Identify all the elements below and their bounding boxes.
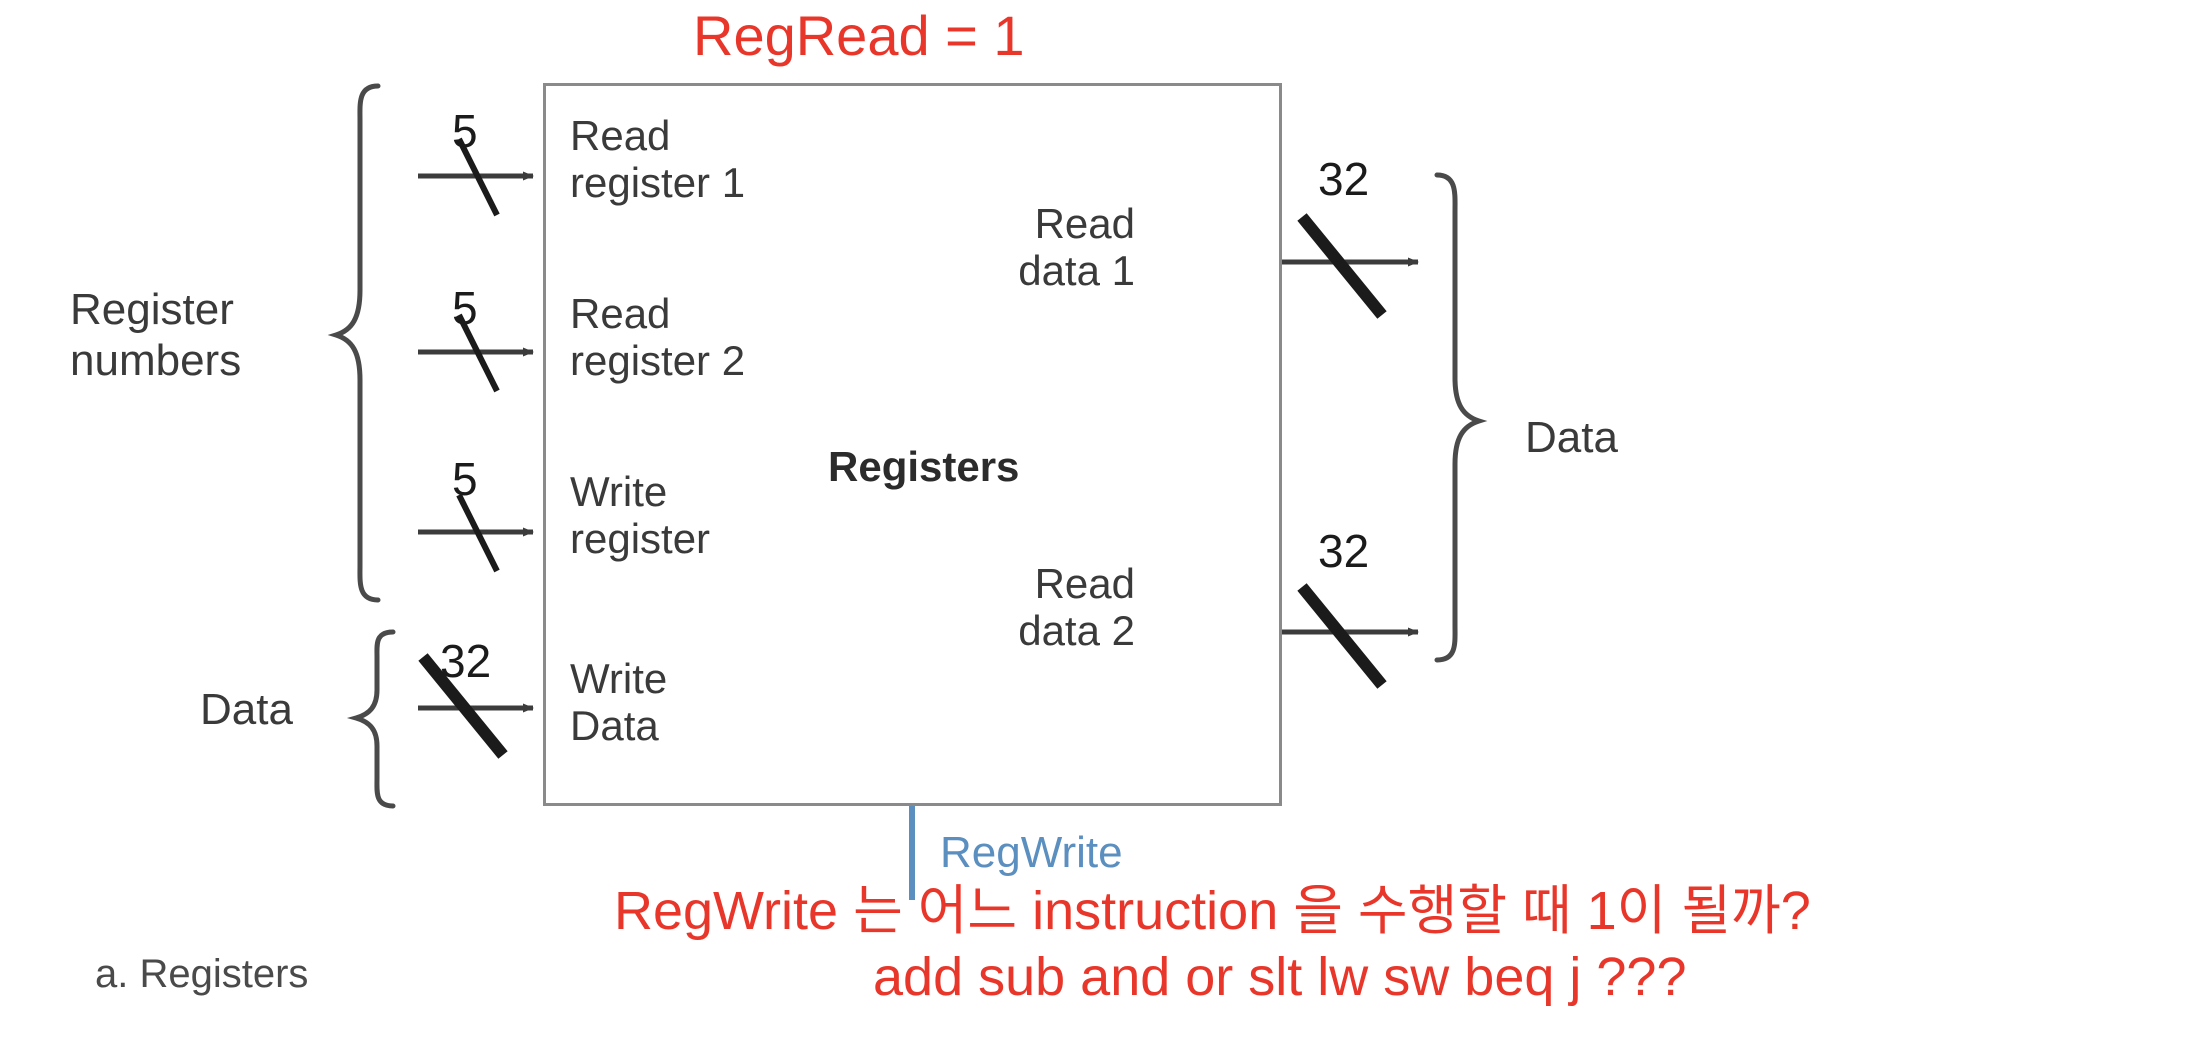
- annotation-question-line-2: add sub and or slt lw sw beq j ???: [873, 947, 1687, 1007]
- port-write-data: Write Data: [570, 655, 667, 749]
- bus-width-write-data: 32: [440, 635, 492, 687]
- port-write-data-line1: Write: [570, 655, 668, 702]
- label-register-numbers-line2: numbers: [70, 335, 242, 385]
- port-write-register: Write register: [570, 468, 710, 562]
- label-data-input: Data: [200, 685, 293, 734]
- port-read-register-1: Read register 1: [570, 112, 745, 206]
- port-read-register-1-line1: Read: [570, 112, 671, 159]
- bus-width-read-data-2: 32: [1318, 525, 1370, 577]
- label-register-numbers-line1: Register: [70, 285, 234, 334]
- port-read-register-2-line1: Read: [570, 290, 671, 337]
- port-write-register-line1: Write: [570, 468, 668, 515]
- registers-block-title: Registers: [828, 443, 1020, 490]
- port-read-data-1-line2: data 1: [1018, 247, 1135, 295]
- registers-block: [543, 83, 1282, 806]
- port-read-register-1-line2: register 1: [570, 159, 746, 207]
- port-read-register-2: Read register 2: [570, 290, 745, 384]
- annotation-regread: RegRead = 1: [693, 4, 1025, 67]
- port-write-data-line2: Data: [570, 702, 659, 750]
- bus-width-read-data-1: 32: [1318, 153, 1370, 205]
- label-register-numbers: Register numbers: [70, 285, 241, 386]
- port-read-data-1: Read data 1: [1018, 200, 1135, 294]
- control-signal-regwrite: RegWrite: [940, 828, 1123, 877]
- port-read-data-2: Read data 2: [1018, 560, 1135, 654]
- port-read-data-2-line1: Read: [1034, 560, 1135, 607]
- bus-width-write-register: 5: [452, 453, 478, 505]
- port-write-register-line2: register: [570, 515, 711, 563]
- bus-width-read-register-1: 5: [452, 105, 478, 157]
- annotation-question-line-1: RegWrite 는 어느 instruction 을 수행할 때 1이 될까?: [614, 881, 1811, 941]
- port-read-data-1-line1: Read: [1034, 200, 1135, 247]
- label-data-output: Data: [1525, 413, 1618, 462]
- bus-width-read-register-2: 5: [452, 282, 478, 334]
- figure-caption: a. Registers: [95, 952, 309, 996]
- port-read-data-2-line2: data 2: [1018, 607, 1135, 655]
- port-read-register-2-line2: register 2: [570, 337, 746, 385]
